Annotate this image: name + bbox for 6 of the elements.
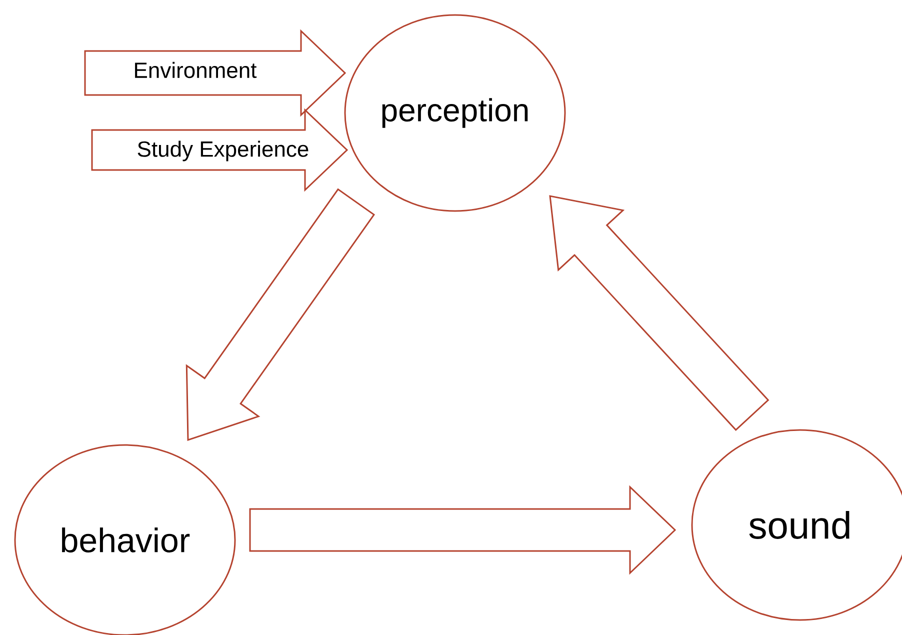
ellipse-node: perception	[344, 14, 566, 212]
arrow-label: Study Experience	[138, 140, 308, 162]
block-arrow	[84, 29, 346, 117]
block-arrow	[249, 485, 676, 575]
block-arrow	[91, 108, 348, 192]
arrow-label: Environment	[135, 62, 257, 78]
